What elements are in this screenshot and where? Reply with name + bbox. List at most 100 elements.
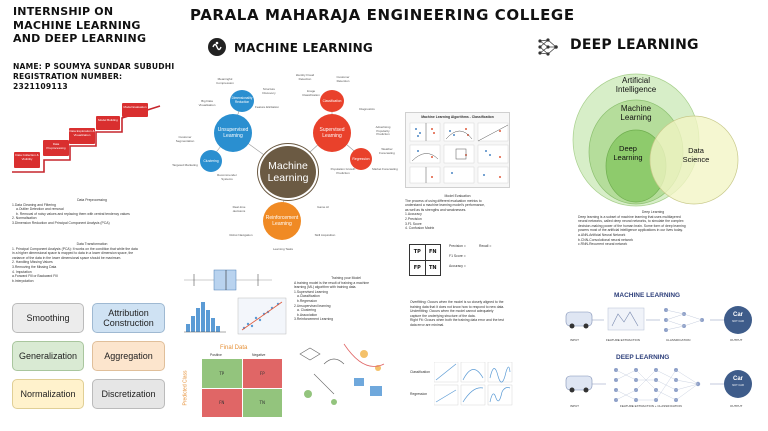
- ai-venn-diagram: Artificial Intelligence Machine Learning…: [570, 58, 750, 208]
- leaf-realtime-decisions: Real-time decisions: [232, 205, 246, 213]
- dl-output-sub: NOT CAR: [732, 384, 744, 387]
- transformation-line-2: in a higher dimensional space is mapped …: [12, 251, 134, 256]
- fitting-row-regression: Regression: [410, 392, 428, 396]
- leaf-meaningful-compression: Meaningful Compression: [216, 77, 234, 85]
- evaluation-matrix: TP FN FP TN: [409, 244, 441, 276]
- confusion-col-positive: Positive: [210, 353, 222, 357]
- transformation-line-7: a.Forward Fill or Backward Fill: [12, 274, 58, 279]
- formula-accuracy: Accuracy =: [449, 264, 466, 268]
- ml-mindmap: Machine Learning Unsupervised Learning S…: [170, 64, 402, 264]
- confusion-fn: FN: [202, 388, 242, 417]
- ml-label-classification: CLASSIFICATION: [666, 338, 691, 342]
- dl-text-line-4: powers most of the artificial intelligen…: [578, 228, 683, 233]
- training-line-6: 2.Unsupervised learning: [294, 303, 331, 308]
- internship-title-line-1: INTERNSHIP ON: [13, 5, 114, 18]
- leaf-population-growth: Population Growth Prediction: [330, 167, 356, 175]
- leaf-weather-forecasting: Weather Forecasting: [379, 147, 395, 155]
- training-line-8: b.Association: [297, 312, 318, 317]
- step-1: Data Collection & Visibility: [14, 152, 40, 168]
- leaf-big-data-visualisation: Big Data Visualisation: [198, 99, 216, 107]
- training-line-1: A training model is the result of traini…: [294, 280, 370, 285]
- unsupervised-node: Unsupervised Learning: [214, 114, 252, 152]
- matrix-tn: TN: [425, 260, 440, 275]
- classification-algorithms-card: Machine Learning Algorithms - Classifica…: [405, 112, 510, 188]
- preprocessing-line-5: 3.Dimension Reduction and Principal Comp…: [12, 220, 110, 225]
- ml-center-node: Machine Learning: [258, 144, 318, 200]
- confusion-matrix-card: Final Data Positive Negative Predicted C…: [180, 345, 290, 423]
- dl-text-line-3: decision-making power of the human brain…: [578, 223, 686, 228]
- training-line-5: b.Regression: [297, 298, 317, 303]
- deep-learning-card: Deep Learning Deep learning is a subset …: [578, 210, 728, 258]
- ml-label-feature: FEATURE EXTRACTION: [606, 338, 640, 342]
- training-line-3: 1.Supervised Learning: [294, 289, 328, 294]
- step-2: Data Preprocessing: [43, 140, 69, 156]
- dl-label-feature-classification: FEATURE EXTRACTION + CLASSIFICATION: [620, 404, 682, 408]
- regression-label: Regression: [352, 157, 370, 161]
- regression-node: Regression: [350, 148, 372, 170]
- confusion-fp: FP: [242, 359, 282, 388]
- training-line-4: a.Classification: [297, 294, 320, 299]
- neural-network-icon: [537, 37, 559, 57]
- preprocessing-line-3: b. Removal of noisy values and replacing…: [16, 211, 130, 216]
- step-1-label: Data Collection & Visibility: [15, 153, 39, 161]
- ml-pipeline: MACHINE LEARNING Car NOT CAR INPUT FEATU…: [560, 292, 758, 346]
- training-line-2: learning (ML) algorithm with training da…: [294, 285, 357, 290]
- evaluation-line-6: 3.F1 Score: [405, 221, 422, 226]
- ml-heading: MACHINE LEARNING: [234, 41, 373, 55]
- confusion-col-negative: Negative: [252, 353, 266, 357]
- leaf-game-ai: Game AI: [317, 205, 329, 209]
- preprocessing-line-2: a.Outlier Detection and removal: [16, 207, 64, 212]
- evaluation-title: Model Evaluation: [444, 194, 471, 198]
- fitting-line-5: Right Fit: Occurs when both the training…: [410, 318, 504, 323]
- leaf-identity-fraud-detection: Identity Fraud Detection: [295, 73, 315, 81]
- training-line-7: a. Clustering: [297, 308, 317, 313]
- venn-ai-label: Artificial Intelligence: [615, 76, 657, 94]
- ml-pipeline-title: MACHINE LEARNING: [614, 292, 681, 299]
- confusion-tn: TN: [242, 388, 282, 417]
- transformation-line-5: 3.Removing the Missing Data: [12, 264, 57, 269]
- ml-process-staircase: Data Collection & Visibility Data Prepro…: [10, 100, 170, 178]
- step-4: Model Building: [96, 116, 120, 130]
- leaf-skill-acquisition: Skill Acquisition: [314, 233, 336, 237]
- ml-label-input: INPUT: [570, 338, 579, 342]
- leaf-advertising-popularity: Advertising Popularity Prediction: [375, 125, 391, 137]
- tag-discretization: Discretization: [92, 379, 165, 409]
- formula-f1: F1 Score =: [449, 254, 466, 258]
- training-model-card: Training your Model A training model is …: [294, 276, 398, 330]
- dimensionality-label: Dimensionality Reduction: [231, 96, 253, 104]
- boxplot-card: [178, 264, 278, 294]
- step-5-label: Model Evaluation: [123, 105, 147, 109]
- venn-ml-label: Machine Learning: [620, 104, 652, 122]
- student-info: NAME: P SOUMYA SUNDAR SUBUDHI REGISTRATI…: [13, 62, 174, 92]
- dimensionality-node: Dimensionality Reduction: [230, 90, 254, 112]
- ml-output-sub: NOT CAR: [732, 320, 744, 323]
- transformation-line-8: b.Interpolation: [12, 278, 34, 283]
- preprocessing-card: Data Preprocessing 1.Data Cleaning and F…: [10, 196, 174, 232]
- classification-algorithms-title: Machine Learning Algorithms - Classifica…: [421, 115, 494, 119]
- venn-ds-label: Data Science: [682, 146, 710, 164]
- dl-output-word: Car: [732, 376, 743, 382]
- supervised-label: Supervised Learning: [319, 127, 345, 139]
- formula-recall: Recall =: [479, 244, 492, 248]
- dl-heading: DEEP LEARNING: [570, 37, 699, 53]
- evaluation-line-5: 2.Precision: [405, 216, 422, 221]
- dl-text-line-2: neural networks, called deep neural netw…: [578, 219, 684, 224]
- tag-generalization: Generalization: [12, 341, 84, 371]
- dl-pipeline-title: DEEP LEARNING: [616, 354, 670, 361]
- dl-text-line-6: b.CNN-Convolutional neural network: [578, 237, 634, 242]
- matrix-tp: TP: [410, 245, 425, 260]
- leaf-image-classification: Image Classification: [302, 89, 320, 97]
- training-illustration: [294, 334, 400, 414]
- transformation-line-1: 1. Principal Component Analysis (PCA): I…: [12, 246, 138, 251]
- leaf-robot-navigation: Robot Navigation: [229, 233, 253, 237]
- dl-text-line-5: a.ANN-Artificial Neural Network: [578, 232, 626, 237]
- evaluation-line-4: 1.Accuracy: [405, 212, 422, 217]
- tag-smoothing: Smoothing: [12, 303, 84, 333]
- ml-center-label: Machine Learning: [267, 160, 309, 184]
- internship-title-line-3: AND DEEP LEARNING: [13, 32, 147, 45]
- internship-title: INTERNSHIP ON MACHINE LEARNING AND DEEP …: [13, 5, 146, 46]
- step-3-label: Data Exploration & Visualization: [69, 129, 95, 137]
- confusion-row-title: Predicted Class: [182, 370, 189, 406]
- step-3: Data Exploration & Visualization: [69, 128, 95, 144]
- dl-label-input: INPUT: [570, 404, 579, 408]
